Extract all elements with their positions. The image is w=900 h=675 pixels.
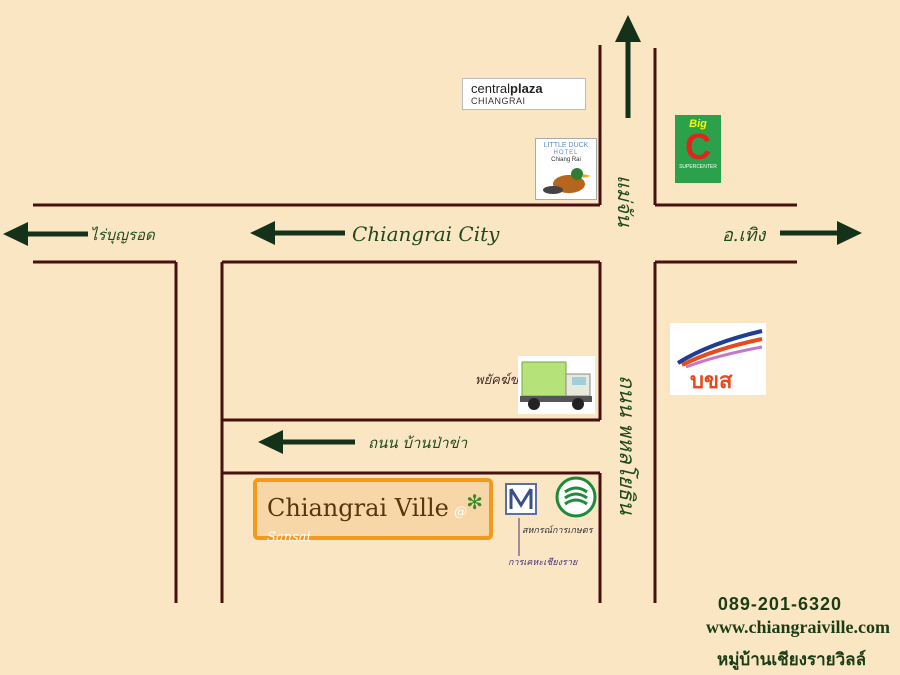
big-c-sub: SUPERCENTER	[679, 164, 717, 170]
road-lines	[33, 45, 797, 603]
label-ban-paa-kha-road: ถนน บ้านป่าข่า	[368, 434, 468, 452]
website-url[interactable]: www.chiangraiville.com	[706, 617, 890, 637]
little-duck-city: Chiang Rai	[551, 157, 581, 163]
big-c-logo: Big C SUPERCENTER	[675, 115, 721, 183]
m-logo-icon	[509, 488, 533, 509]
label-rai-bunrod: ไร่บุญรอด	[90, 226, 156, 244]
central-plaza-logo: centralplaza CHIANGRAI	[462, 78, 586, 110]
chiangrai-ville-name: Chiangrai Ville	[267, 494, 449, 522]
label-coop: สหกรณ์การเกษตร	[522, 525, 594, 536]
coop-emblem-icon	[555, 476, 597, 518]
bks-text: บขส	[690, 369, 733, 394]
central-plaza-city: CHIANGRAI	[471, 96, 526, 106]
phone-number: 089-201-6320	[717, 594, 842, 614]
arrow-west-city-icon	[250, 221, 345, 245]
bks-wing-icon	[676, 329, 763, 368]
label-mae-chan: แม่จัน	[613, 175, 637, 228]
cooperative-logo	[555, 476, 597, 518]
label-educ: การเคหะเชียงราย	[508, 557, 578, 568]
duck-icon	[543, 168, 591, 194]
truck-image	[518, 356, 595, 414]
arrow-east-icon	[780, 221, 862, 245]
label-chiangrai-city: Chiangrai City	[352, 222, 500, 246]
central-plaza-word1: central	[471, 81, 511, 96]
truck-icon	[520, 361, 592, 410]
arrow-west-soi-icon	[258, 430, 355, 454]
bks-bus-station-logo: บขส	[670, 323, 766, 395]
big-c-letter: C	[685, 126, 711, 167]
housing-authority-logo	[505, 483, 537, 515]
chiangrai-ville-sub: @ Sansai	[267, 505, 467, 545]
palm-tree-icon: ✻	[466, 490, 483, 514]
big-c-small: Big	[689, 118, 707, 130]
village-name: หมู่บ้านเชียงรายวิลล์	[717, 650, 866, 670]
little-duck-name: LITTLE DUCK	[543, 142, 589, 149]
central-plaza-word2: plaza	[510, 81, 543, 96]
little-duck-hotel-logo: LITTLE DUCK HOTEL Chiang Rai	[535, 138, 597, 200]
arrow-north-icon	[615, 15, 641, 118]
label-phahonyothin-road: ถนน พหลโยธิน	[615, 375, 639, 515]
arrow-west-far-icon	[3, 222, 88, 246]
little-duck-hotel: HOTEL	[553, 150, 579, 156]
chiangrai-ville-logo: Chiangrai Ville @ Sansai ✻	[253, 478, 493, 545]
label-ao-thoeng: อ.เทิง	[722, 225, 767, 246]
